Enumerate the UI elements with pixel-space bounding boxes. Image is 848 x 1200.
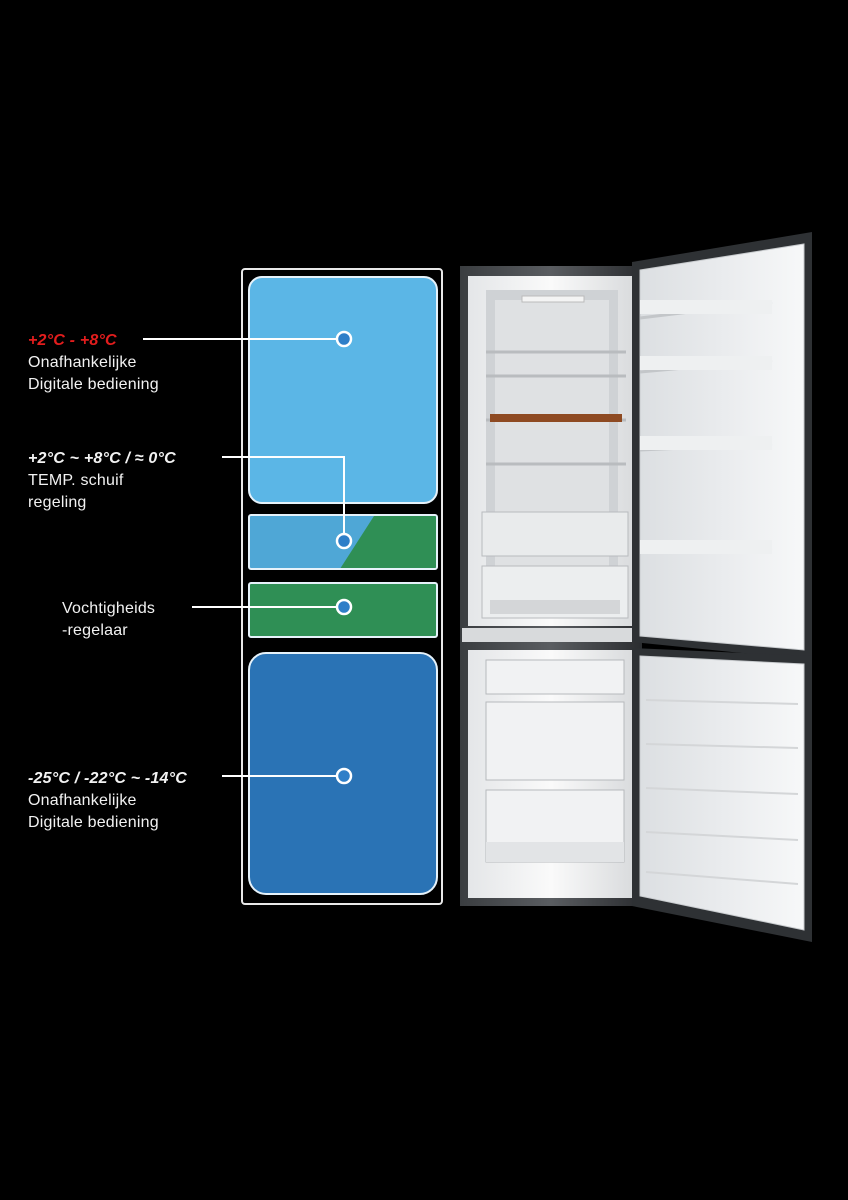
freezer-zone-line1: Onafhankelijke bbox=[28, 792, 137, 809]
fridge-zone-line2: Digitale bediening bbox=[28, 376, 159, 393]
flexzone-label: +2°C ~ +8°C / ≈ 0°C TEMP. schuif regelin… bbox=[28, 448, 176, 514]
freezer-zone-label: -25°C / -22°C ~ -14°C Onafhankelijke Dig… bbox=[28, 768, 187, 834]
humidity-marker-dot bbox=[335, 598, 353, 616]
flexzone-marker-dot bbox=[335, 532, 353, 550]
fridge-zone-label: +2°C - +8°C Onafhankelijke Digitale bedi… bbox=[28, 330, 159, 396]
fridge-marker-dot bbox=[335, 330, 353, 348]
humidity-line1: Vochtigheids bbox=[62, 600, 156, 617]
flexzone-block bbox=[248, 514, 438, 570]
flexzone-temp-range: +2°C ~ +8°C / ≈ 0°C bbox=[28, 450, 176, 467]
freezer-marker-dot bbox=[335, 767, 353, 785]
zone-diagram-frame bbox=[241, 268, 443, 905]
flexzone-green-split bbox=[340, 516, 436, 568]
fridge-zone-line1: Onafhankelijke bbox=[28, 354, 137, 371]
flexzone-line2: regeling bbox=[28, 494, 87, 511]
freezer-zone-line2: Digitale bediening bbox=[28, 814, 159, 831]
freezer-temp-range: -25°C / -22°C ~ -14°C bbox=[28, 770, 188, 787]
humidity-label: Vochtigheids -regelaar bbox=[62, 598, 155, 642]
fridge-temp-range: +2°C - +8°C bbox=[28, 332, 117, 349]
flexzone-line1: TEMP. schuif bbox=[28, 472, 124, 489]
humidity-line2: -regelaar bbox=[62, 622, 128, 639]
